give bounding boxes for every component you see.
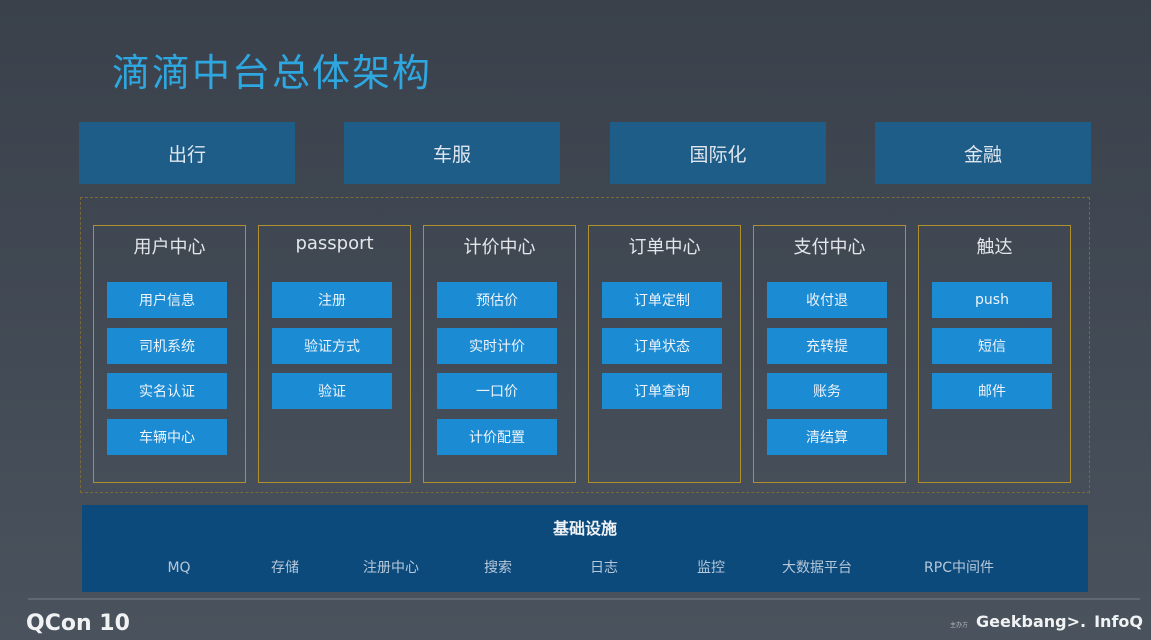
infra-item: 监控 (697, 560, 725, 576)
infra-item: 大数据平台 (782, 560, 852, 576)
service-box: 注册 (272, 282, 392, 318)
business-box: 国际化 (610, 122, 826, 184)
infrastructure-title: 基础设施 (552, 519, 617, 538)
business-box: 金融 (875, 122, 1091, 184)
center-column: 用户中心用户信息司机系统实名认证车辆中心 (93, 225, 246, 483)
center-title: 计价中心 (463, 237, 536, 258)
service-box: 清结算 (767, 418, 887, 455)
infra-item: 注册中心 (363, 560, 419, 576)
infra-item: RPC中间件 (924, 560, 994, 576)
center-column: 支付中心收付退充转提账务清结算 (753, 225, 906, 483)
service-box: 实名认证 (107, 373, 227, 409)
service-box: 用户信息 (107, 282, 227, 318)
service-box: 订单查询 (602, 373, 722, 409)
infra-item: 存储 (271, 560, 299, 576)
center-title: passport (295, 233, 374, 254)
service-box: push (932, 282, 1052, 318)
geekbang-logo: Geekbang>. (976, 612, 1087, 631)
center-title: 订单中心 (628, 237, 701, 258)
center-title: 用户中心 (133, 237, 206, 258)
infra-item: MQ (167, 560, 191, 576)
infrastructure-panel: 基础设施 MQ 存储 注册中心 搜索 日志 监控 大数据平台 RPC中间件 (82, 505, 1088, 592)
business-box: 出行 (79, 122, 295, 184)
service-box: 一口价 (437, 373, 557, 409)
service-box: 充转提 (767, 327, 887, 364)
sponsor-logos: 主办方 Geekbang>. InfoQ (950, 612, 1143, 631)
middle-platform-frame (80, 197, 1090, 493)
service-box: 短信 (932, 327, 1052, 364)
infra-item: 搜索 (484, 560, 512, 576)
service-box: 账务 (767, 373, 887, 409)
service-box: 司机系统 (107, 327, 227, 364)
service-box: 实时计价 (437, 327, 557, 364)
service-box: 邮件 (932, 373, 1052, 409)
center-column: passport 注册验证方式验证 (258, 225, 411, 483)
center-column: 触达 push 短信邮件 (918, 225, 1071, 483)
infra-item: 日志 (590, 560, 618, 576)
center-title: 触达 (976, 237, 1013, 258)
center-column: 订单中心订单定制订单状态订单查询 (588, 225, 741, 483)
business-box: 车服 (344, 122, 560, 184)
footer-divider (28, 598, 1140, 600)
qcon-logo: QCon 10 (26, 611, 130, 636)
service-box: 计价配置 (437, 418, 557, 455)
sponsor-label: 主办方 (950, 622, 969, 629)
service-box: 验证 (272, 373, 392, 409)
page-title: 滴滴中台总体架构 (112, 51, 433, 95)
infoq-logo: InfoQ (1094, 612, 1143, 631)
service-box: 预估价 (437, 282, 557, 318)
service-box: 订单定制 (602, 282, 722, 318)
center-title: 支付中心 (793, 237, 866, 258)
service-box: 订单状态 (602, 327, 722, 364)
service-box: 收付退 (767, 282, 887, 318)
service-box: 车辆中心 (107, 418, 227, 455)
service-box: 验证方式 (272, 327, 392, 364)
center-column: 计价中心预估价实时计价一口价计价配置 (423, 225, 576, 483)
